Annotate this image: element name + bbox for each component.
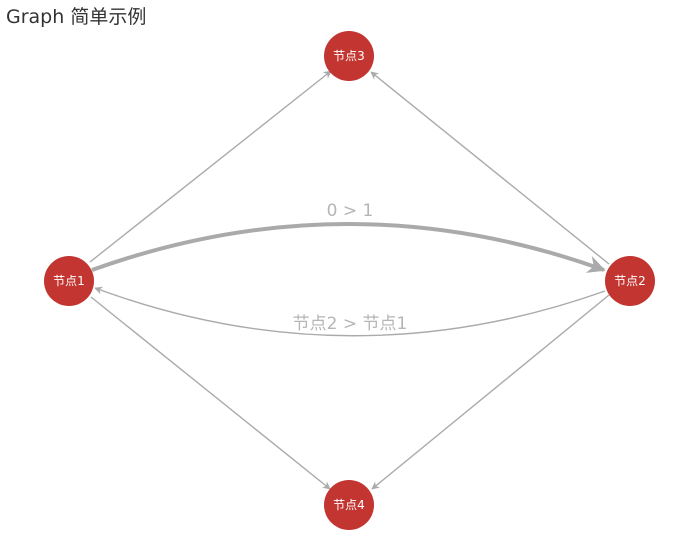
chart-title: Graph 简单示例 [6,6,147,28]
edge-n1-n4 [90,296,331,490]
node-4-label: 节点4 [333,498,365,512]
edge-n2-n3 [370,71,610,265]
node-3-label: 节点3 [333,49,365,63]
node-3[interactable]: 节点3 [324,31,374,81]
node-1-label: 节点1 [53,274,85,288]
edge-n2-n4 [371,294,610,490]
node-4[interactable]: 节点4 [324,480,374,530]
edge-n1-n3 [89,70,332,263]
node-2[interactable]: 节点2 [605,256,655,306]
edge-n1-n2 [91,222,606,273]
edge-label-n2-n1: 节点2 > 节点1 [293,314,408,334]
node-1[interactable]: 节点1 [44,256,94,306]
edge-label-n1-n2: 0 > 1 [327,201,374,221]
node-2-label: 节点2 [614,274,646,288]
edge-n2-n1 [94,286,606,337]
